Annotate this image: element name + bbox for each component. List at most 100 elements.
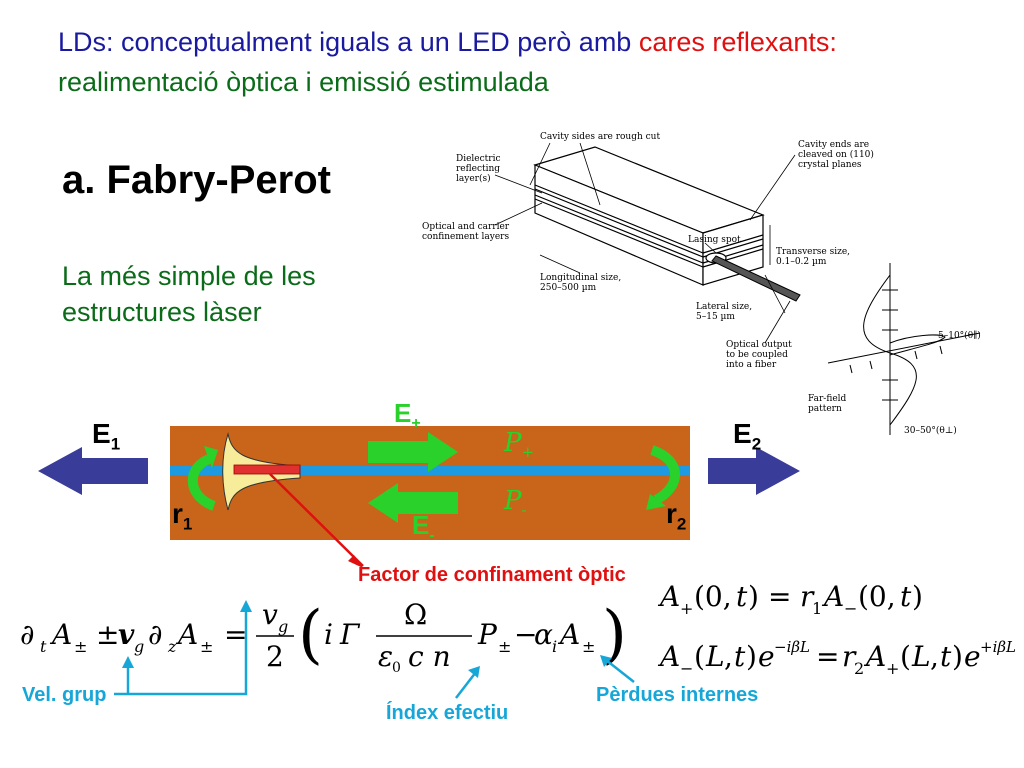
boundary-equation-1: A+ (0,t) = r1 A− (0,t) — [657, 580, 923, 618]
confinement-pointer — [269, 473, 364, 567]
svg-text:): ) — [746, 640, 757, 673]
label-optical-confinement-2: confinement layers — [422, 232, 509, 242]
internal-losses-arrowhead — [600, 655, 612, 667]
svg-text:L: L — [705, 640, 725, 673]
svg-text:t: t — [940, 640, 952, 673]
label-cavity-ends-1: Cavity ends are — [798, 140, 869, 150]
label-transverse-2: 0.1–0.2 µm — [776, 257, 827, 267]
laser-chip — [533, 146, 765, 286]
right-output-arrow — [708, 447, 800, 495]
group-velocity-arrowhead-1 — [240, 600, 252, 612]
svg-text:0: 0 — [392, 660, 401, 676]
label-cavity-ends-2: cleaved on (110) — [798, 149, 874, 160]
svg-text:L: L — [911, 640, 931, 673]
effective-index-connector — [455, 671, 477, 699]
far-field-pattern — [827, 263, 981, 435]
backward-wave-arrow — [368, 483, 458, 523]
label-group-velocity: Vel. grup — [22, 684, 107, 706]
confinement-overlap-area — [233, 464, 301, 475]
svg-text:A: A — [49, 618, 72, 651]
label-cavity-ends-3: crystal planes — [798, 160, 862, 170]
slide-title: LDs: conceptualment iguals a un LED però… — [58, 22, 978, 102]
label-e-minus: E- — [412, 510, 435, 545]
svg-text:=: = — [224, 618, 247, 651]
svg-text:±: ± — [96, 618, 119, 651]
right-reflection-arrowhead — [646, 494, 666, 510]
label-internal-losses: Pèrdues internes — [596, 684, 759, 706]
lasing-spot — [705, 252, 801, 302]
label-angle-perpendicular: 30–50°(θ⊥) — [904, 425, 957, 436]
label-effective-index: Índex efectiu — [386, 702, 509, 724]
svg-text:z: z — [167, 637, 177, 656]
svg-text:2: 2 — [854, 659, 864, 678]
svg-text:+: + — [680, 599, 693, 618]
label-r2: r2 — [666, 498, 687, 534]
label-far-field-1: Far-field — [808, 394, 847, 404]
left-reflection-arc — [187, 453, 217, 511]
svg-text:Ω: Ω — [404, 600, 427, 631]
svg-text:(: ( — [694, 640, 705, 673]
internal-losses-connector — [605, 659, 635, 683]
svg-text:v: v — [262, 600, 278, 631]
label-dielectric-1: Dielectric — [456, 154, 501, 164]
svg-text:c n: c n — [408, 640, 451, 673]
svg-text:A: A — [657, 640, 680, 673]
svg-text:(: ( — [900, 640, 911, 673]
title-part-1: LDs: conceptualment iguals a un LED però… — [58, 27, 639, 57]
label-dielectric-3: layer(s) — [456, 173, 491, 184]
svg-text:−iβL: −iβL — [774, 638, 810, 656]
svg-text:i: i — [324, 618, 333, 651]
svg-text:t: t — [736, 580, 748, 613]
svg-text:A: A — [557, 618, 580, 651]
svg-text:i: i — [552, 637, 557, 656]
svg-text:): ) — [912, 580, 923, 613]
svg-text:t: t — [734, 640, 746, 673]
label-e2: E2 — [733, 418, 762, 454]
svg-text:(0,: (0, — [858, 580, 896, 613]
svg-text:∂: ∂ — [148, 618, 162, 651]
label-longitudinal-1: Longitudinal size, — [540, 273, 621, 283]
label-far-field-2: pattern — [808, 404, 842, 414]
svg-text:t: t — [900, 580, 912, 613]
svg-text:±: ± — [200, 637, 213, 656]
svg-text:Γ: Γ — [339, 618, 361, 651]
svg-text:(: ( — [298, 600, 323, 672]
label-e1: E1 — [92, 418, 121, 454]
svg-text:+iβL: +iβL — [980, 638, 1016, 656]
svg-text:g: g — [134, 637, 144, 656]
label-r1: r1 — [172, 498, 193, 534]
svg-text:α: α — [534, 618, 553, 651]
label-optical-output-3: into a fiber — [726, 360, 777, 370]
svg-text:,: , — [724, 640, 733, 673]
effective-index-arrowhead — [468, 666, 480, 678]
svg-text:±: ± — [74, 637, 87, 656]
svg-text:A: A — [863, 640, 886, 673]
label-optical-output-2: to be coupled — [726, 350, 788, 360]
svg-text:1: 1 — [812, 599, 822, 618]
svg-text:±: ± — [582, 637, 595, 656]
svg-text:(0,: (0, — [694, 580, 732, 613]
label-cavity-sides: Cavity sides are rough cut — [540, 132, 660, 142]
svg-text:): ) — [952, 640, 963, 673]
label-lateral-1: Lateral size, — [696, 302, 752, 312]
label-p-minus: P- — [504, 486, 527, 520]
label-optical-output-1: Optical output — [726, 340, 792, 350]
svg-text:): ) — [748, 580, 759, 613]
svg-text:r: r — [842, 640, 857, 673]
svg-text:∂: ∂ — [20, 618, 34, 651]
label-transverse-1: Transverse size, — [776, 247, 850, 257]
title-part-2: cares reflexants: — [638, 27, 837, 57]
label-longitudinal-2: 250–500 µm — [540, 283, 597, 293]
svg-text:+: + — [886, 659, 899, 678]
svg-text:−: − — [844, 599, 857, 618]
label-angle-parallel: 5–10°(θ∥) — [938, 330, 981, 341]
label-optical-confinement-1: Optical and carrier — [422, 222, 510, 232]
svg-text:−: − — [514, 618, 537, 651]
left-reflection-arrowhead — [204, 446, 218, 468]
equation-annotation-arrows — [114, 600, 635, 699]
svg-text:t: t — [40, 637, 47, 656]
figure-leaders — [494, 142, 796, 344]
figure-annotations: Cavity sides are rough cut Cavity ends a… — [422, 132, 981, 436]
svg-text:e: e — [964, 640, 981, 673]
